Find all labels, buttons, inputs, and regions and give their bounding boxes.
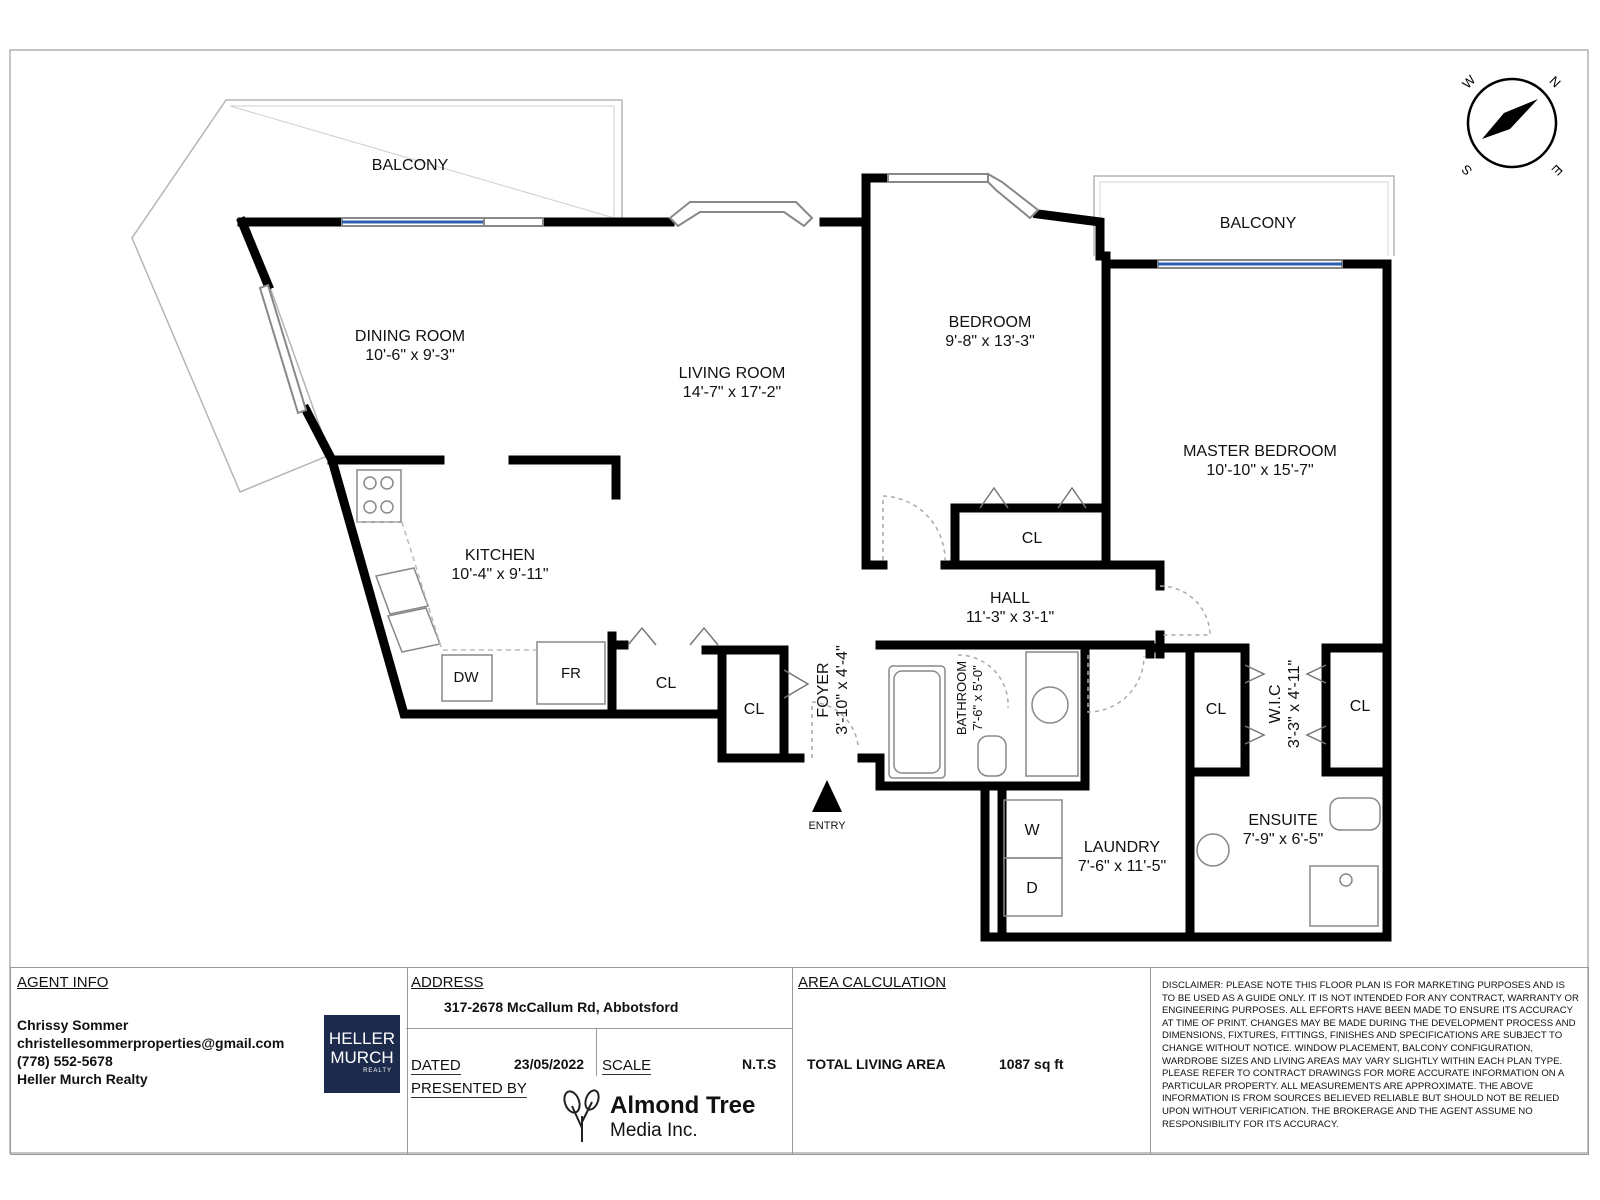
laundry-dims: 7'-6" x 11'-5" [1078, 858, 1166, 875]
area-header: AREA CALCULATION [798, 974, 947, 991]
balcony-left-outline [131, 99, 623, 493]
disclaimer-text: DISCLAIMER: PLEASE NOTE THIS FLOOR PLAN … [1162, 980, 1579, 1130]
closet-doors [627, 486, 1327, 745]
dining-room-name: DINING ROOM [355, 328, 465, 345]
kitchen-name: KITCHEN [465, 547, 535, 564]
living-room-dims: 14'-7" x 17'-2" [683, 384, 781, 401]
closet-label-kitchen: CL [656, 675, 677, 692]
almond-leaf-icon [563, 1089, 600, 1142]
laundry-name: LAUNDRY [1084, 839, 1161, 856]
closet-label-wic-right: CL [1350, 698, 1371, 715]
windows [258, 172, 1343, 415]
hall-dims: 11'-3" x 3'-1" [966, 609, 1054, 626]
washer-label: W [1024, 822, 1040, 839]
living-room-name: LIVING ROOM [679, 365, 786, 382]
kitchen-dims: 10'-4" x 9'-11" [451, 566, 548, 583]
agent-phone[interactable]: (778) 552-5678 [17, 1053, 113, 1069]
address-header: ADDRESS [411, 974, 484, 991]
walls [236, 173, 1392, 942]
dishwasher-label: DW [454, 669, 480, 686]
address-panel: ADDRESS 317-2678 McCallum Rd, Abbotsford… [406, 967, 793, 1155]
balcony-right-outline [1093, 175, 1395, 256]
hall-name: HALL [990, 590, 1030, 607]
bathroom-name: BATHROOM [954, 661, 969, 735]
logo-small: REALTY [363, 1068, 392, 1074]
foyer-dims: 3'-10" x 4'-4" [834, 645, 851, 735]
scale-value: N.T.S [742, 1056, 777, 1072]
agent-brokerage: Heller Murch Realty [17, 1071, 148, 1087]
area-panel: AREA CALCULATION TOTAL LIVING AREA 1087 … [792, 967, 1151, 1155]
compass-s: S [1458, 162, 1475, 179]
page-frame [9, 49, 1589, 1154]
presenter-line2: Media Inc. [610, 1120, 698, 1141]
agent-name: Chrissy Sommer [17, 1017, 129, 1033]
logo-line2: MURCH [330, 1048, 394, 1067]
wic-name: W.I.C [1267, 684, 1284, 723]
master-bedroom-dims: 10'-10" x 15'-7" [1206, 462, 1313, 479]
presented-by-label: PRESENTED BY [411, 1080, 527, 1098]
ensuite-dims: 7'-9" x 6'-5" [1243, 831, 1324, 848]
bedroom-dims: 9'-8" x 13'-3" [945, 333, 1035, 350]
compass-icon: N W E S [1458, 72, 1565, 179]
fridge-label: FR [561, 665, 581, 682]
agent-info-panel: AGENT INFO Chrissy Sommer christellesomm… [10, 967, 408, 1155]
heller-murch-logo: HELLER MURCH REALTY [324, 1015, 400, 1093]
scale-label: SCALE [602, 1057, 652, 1075]
area-value: 1087 sq ft [999, 1056, 1064, 1072]
compass-n: N [1547, 73, 1564, 90]
ensuite-name: ENSUITE [1248, 812, 1317, 829]
logo-line1: HELLER [328, 1029, 396, 1048]
disclaimer-panel [1150, 967, 1589, 1155]
foyer-name: FOYER [815, 662, 832, 717]
address-value: 317-2678 McCallum Rd, Abbotsford [444, 999, 679, 1015]
compass-w: W [1459, 72, 1479, 92]
entry-arrow-icon [812, 780, 842, 812]
entry-label: ENTRY [808, 820, 846, 832]
wic-dims: 3'-3" x 4'-11" [1286, 660, 1303, 748]
dining-room-dims: 10'-6" x 9'-3" [365, 347, 455, 364]
closet-label-foyer: CL [744, 701, 765, 718]
dated-label: DATED [411, 1057, 461, 1075]
bedroom-name: BEDROOM [949, 314, 1032, 331]
dated-value: 23/05/2022 [514, 1056, 585, 1072]
kitchen-fixtures [356, 469, 606, 705]
balcony-left-label: BALCONY [372, 157, 449, 174]
compass-e: E [1549, 162, 1566, 179]
area-label: TOTAL LIVING AREA [807, 1056, 946, 1072]
bathroom-fixtures [888, 651, 1381, 927]
balcony-right-label: BALCONY [1220, 215, 1297, 232]
door-swings [811, 495, 1211, 758]
bathroom-dims: 7'-6" x 5'-0" [970, 665, 985, 731]
almond-tree-logo: Almond Tree Media Inc. [562, 1088, 786, 1148]
master-bedroom-name: MASTER BEDROOM [1183, 443, 1337, 460]
dryer-label: D [1026, 880, 1038, 897]
agent-info-header: AGENT INFO [17, 974, 109, 991]
agent-email[interactable]: christellesommerproperties@gmail.com [17, 1035, 285, 1051]
closet-label-bedroom: CL [1022, 530, 1043, 547]
presenter-line1: Almond Tree [610, 1092, 756, 1119]
closet-label-wic-left: CL [1206, 701, 1227, 718]
